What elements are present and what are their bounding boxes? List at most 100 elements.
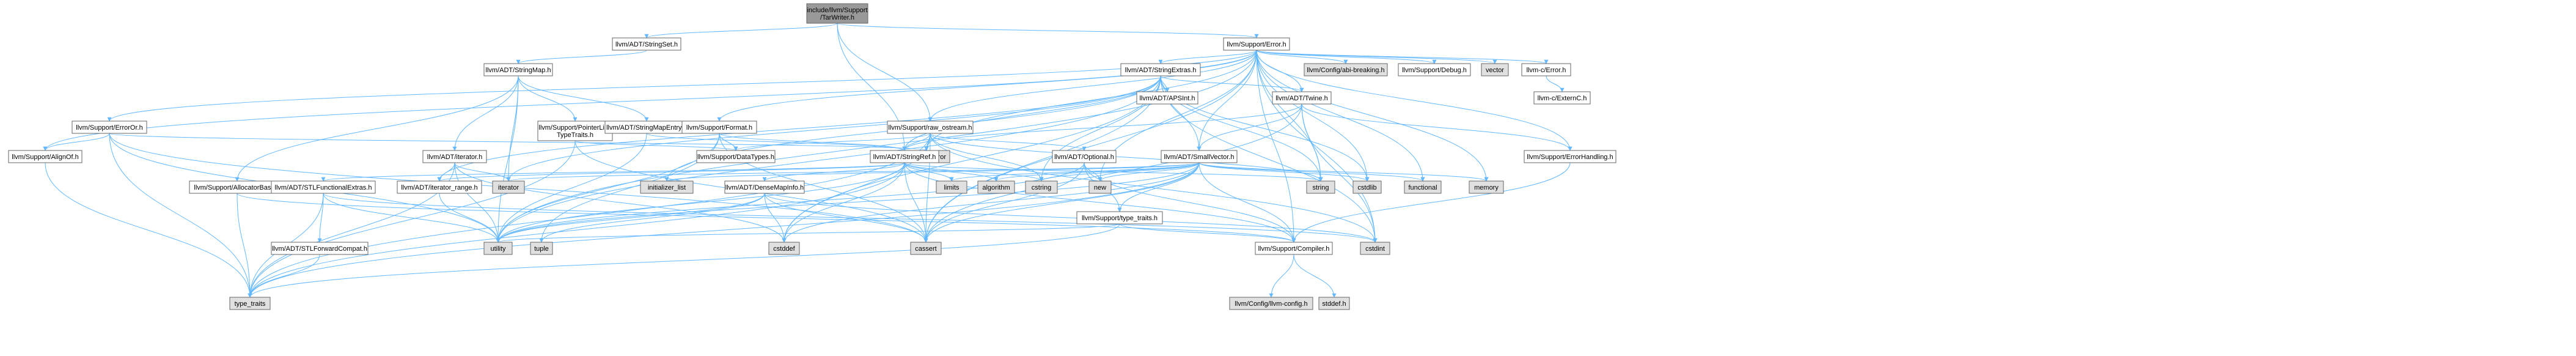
- node-llvmconfig[interactable]: llvm/Config/llvm-config.h: [1229, 297, 1313, 310]
- edge-error-to-abibreaking: [1256, 50, 1348, 64]
- node-stringref[interactable]: llvm/ADT/StringRef.h: [870, 150, 939, 163]
- edge-stlfunctional-to-utility: [323, 193, 501, 243]
- edge-typetraits_h-to-utility: [496, 223, 1120, 243]
- node-externc[interactable]: llvm-c/ExternC.h: [1533, 91, 1591, 105]
- edge-stringmap-to-pointerlike: [518, 75, 578, 122]
- node-errorOr[interactable]: llvm/Support/ErrorOr.h: [72, 121, 147, 134]
- edge-compiler-to-stddef: [1293, 254, 1337, 298]
- edge-stringextras-to-utility: [496, 75, 1161, 243]
- node-errorhandling[interactable]: llvm/Support/ErrorHandling.h: [1524, 150, 1616, 163]
- node-tuple[interactable]: tuple: [530, 242, 553, 255]
- edge-format-to-stringref: [719, 133, 907, 151]
- node-optional[interactable]: llvm/ADT/Optional.h: [1052, 150, 1117, 163]
- edge-error-to-compiler: [1256, 50, 1296, 243]
- edge-stringmapentry-to-stringref: [646, 133, 907, 151]
- node-box-cstdlib: [1352, 180, 1382, 194]
- edge-alignOf-to-typetraits_sys: [45, 162, 252, 298]
- node-box-optional: [1052, 150, 1117, 163]
- node-apsint[interactable]: llvm/ADT/APSInt.h: [1136, 91, 1198, 105]
- edge-stringref-to-string: [904, 162, 1323, 182]
- node-stringset[interactable]: llvm/ADT/StringSet.h: [612, 37, 681, 51]
- node-allocatorbase[interactable]: llvm/Support/AllocatorBase.h: [189, 180, 285, 194]
- node-iterator_sys[interactable]: iterator: [492, 180, 525, 194]
- node-cstdint[interactable]: cstdint: [1360, 242, 1390, 255]
- edge-root-to-error: [837, 23, 1259, 39]
- node-debug[interactable]: llvm/Support/Debug.h: [1398, 63, 1471, 76]
- node-cassert[interactable]: cassert: [910, 242, 942, 255]
- node-string[interactable]: string: [1306, 180, 1335, 194]
- node-label-smallvector: llvm/ADT/SmallVector.h: [1164, 154, 1235, 161]
- node-vector[interactable]: vector: [1481, 63, 1509, 76]
- node-box-apsint: [1136, 91, 1198, 105]
- edge-stringref-to-iteratorrange: [437, 162, 905, 182]
- edge-error-to-functional: [1256, 50, 1425, 182]
- edge-twine-to-stringref: [902, 103, 1302, 151]
- node-algorithm[interactable]: algorithm: [977, 180, 1015, 194]
- node-box-cerror: [1521, 63, 1571, 76]
- node-compiler[interactable]: llvm/Support/Compiler.h: [1255, 242, 1333, 255]
- edge-iterator_h-to-utility: [454, 162, 501, 243]
- edge-stlfunctional-to-stlforwardcompat: [317, 193, 324, 243]
- node-box-limits: [936, 180, 967, 194]
- node-box-stddef: [1318, 297, 1350, 310]
- node-typetraits_h[interactable]: llvm/Support/type_traits.h: [1076, 211, 1163, 224]
- edge-smallvector-to-iterator_sys: [506, 162, 1200, 182]
- edge-error-to-systemerror: [924, 50, 1257, 151]
- node-box-root: [806, 3, 868, 24]
- node-box-iteratorrange: [397, 180, 482, 194]
- node-format[interactable]: llvm/Support/Format.h: [681, 121, 757, 134]
- node-label-functional: functional: [1408, 184, 1437, 191]
- node-error[interactable]: llvm/Support/Error.h: [1223, 37, 1290, 51]
- edge-root-to-stringset: [644, 23, 838, 39]
- node-rawostream[interactable]: llvm/Support/raw_ostream.h: [887, 121, 974, 134]
- node-new[interactable]: new: [1088, 180, 1112, 194]
- edge-twine-to-cassert: [923, 103, 1302, 243]
- node-twine[interactable]: llvm/ADT/Twine.h: [1272, 91, 1332, 105]
- node-alignOf[interactable]: llvm/Support/AlignOf.h: [8, 150, 83, 163]
- edge-smallvector-to-algorithm: [994, 162, 1200, 182]
- node-densemapinfo[interactable]: llvm/ADT/DenseMapInfo.h: [724, 180, 805, 194]
- node-label-cstdint: cstdint: [1365, 245, 1385, 253]
- node-label-typetraits_h: llvm/Support/type_traits.h: [1082, 215, 1158, 222]
- node-stringmap[interactable]: llvm/ADT/StringMap.h: [483, 63, 553, 76]
- node-stlforwardcompat[interactable]: llvm/ADT/STLForwardCompat.h: [271, 242, 369, 255]
- edge-smallvector-to-initlist: [664, 162, 1200, 182]
- node-root[interactable]: include/llvm/Support/TarWriter.h: [806, 3, 868, 24]
- node-iteratorrange[interactable]: llvm/ADT/iterator_range.h: [397, 180, 482, 194]
- node-iterator_h[interactable]: llvm/ADT/iterator.h: [422, 150, 487, 163]
- node-functional[interactable]: functional: [1404, 180, 1442, 194]
- node-cstring[interactable]: cstring: [1025, 180, 1058, 194]
- node-label-string: string: [1313, 184, 1329, 191]
- node-stlfunctional[interactable]: llvm/ADT/STLFunctionalExtras.h: [271, 180, 376, 194]
- node-cstdlib[interactable]: cstdlib: [1352, 180, 1382, 194]
- node-cerror[interactable]: llvm-c/Error.h: [1521, 63, 1571, 76]
- node-typetraits_sys[interactable]: type_traits: [229, 297, 271, 310]
- edge-stringmap-to-iterator_h: [452, 75, 519, 151]
- edge-smallvector-to-cstdlib: [1198, 162, 1370, 182]
- node-memory[interactable]: memory: [1469, 180, 1504, 194]
- node-stringextras[interactable]: llvm/ADT/StringExtras.h: [1120, 63, 1201, 76]
- edge-errorOr-to-systemerror: [109, 133, 928, 151]
- node-label-pointerlike: TypeTraits.h: [557, 132, 593, 139]
- node-box-abibreaking: [1304, 63, 1388, 76]
- node-limits[interactable]: limits: [936, 180, 967, 194]
- node-label-limits: limits: [944, 184, 960, 191]
- node-stringmapentry[interactable]: llvm/ADT/StringMapEntry.h: [604, 121, 689, 134]
- node-datatypes[interactable]: llvm/Support/DataTypes.h: [696, 150, 776, 163]
- node-cstddef[interactable]: cstddef: [768, 242, 800, 255]
- edge-error-to-smallvector: [1197, 50, 1257, 151]
- edge-error-to-cassert: [923, 50, 1257, 243]
- node-abibreaking[interactable]: llvm/Config/abi-breaking.h: [1304, 63, 1388, 76]
- node-box-densemapinfo: [724, 180, 805, 194]
- node-label-new: new: [1094, 184, 1106, 191]
- node-utility[interactable]: utility: [483, 242, 513, 255]
- node-box-stlforwardcompat: [271, 242, 369, 255]
- node-stddef[interactable]: stddef.h: [1318, 297, 1350, 310]
- edge-rawostream-to-datatypes: [733, 133, 931, 151]
- node-initlist[interactable]: initializer_list: [640, 180, 694, 194]
- node-label-format: llvm/Support/Format.h: [686, 124, 752, 132]
- node-label-apsint: llvm/ADT/APSInt.h: [1139, 95, 1195, 102]
- node-label-stlfunctional: llvm/ADT/STLFunctionalExtras.h: [275, 184, 372, 191]
- node-smallvector[interactable]: llvm/ADT/SmallVector.h: [1161, 150, 1238, 163]
